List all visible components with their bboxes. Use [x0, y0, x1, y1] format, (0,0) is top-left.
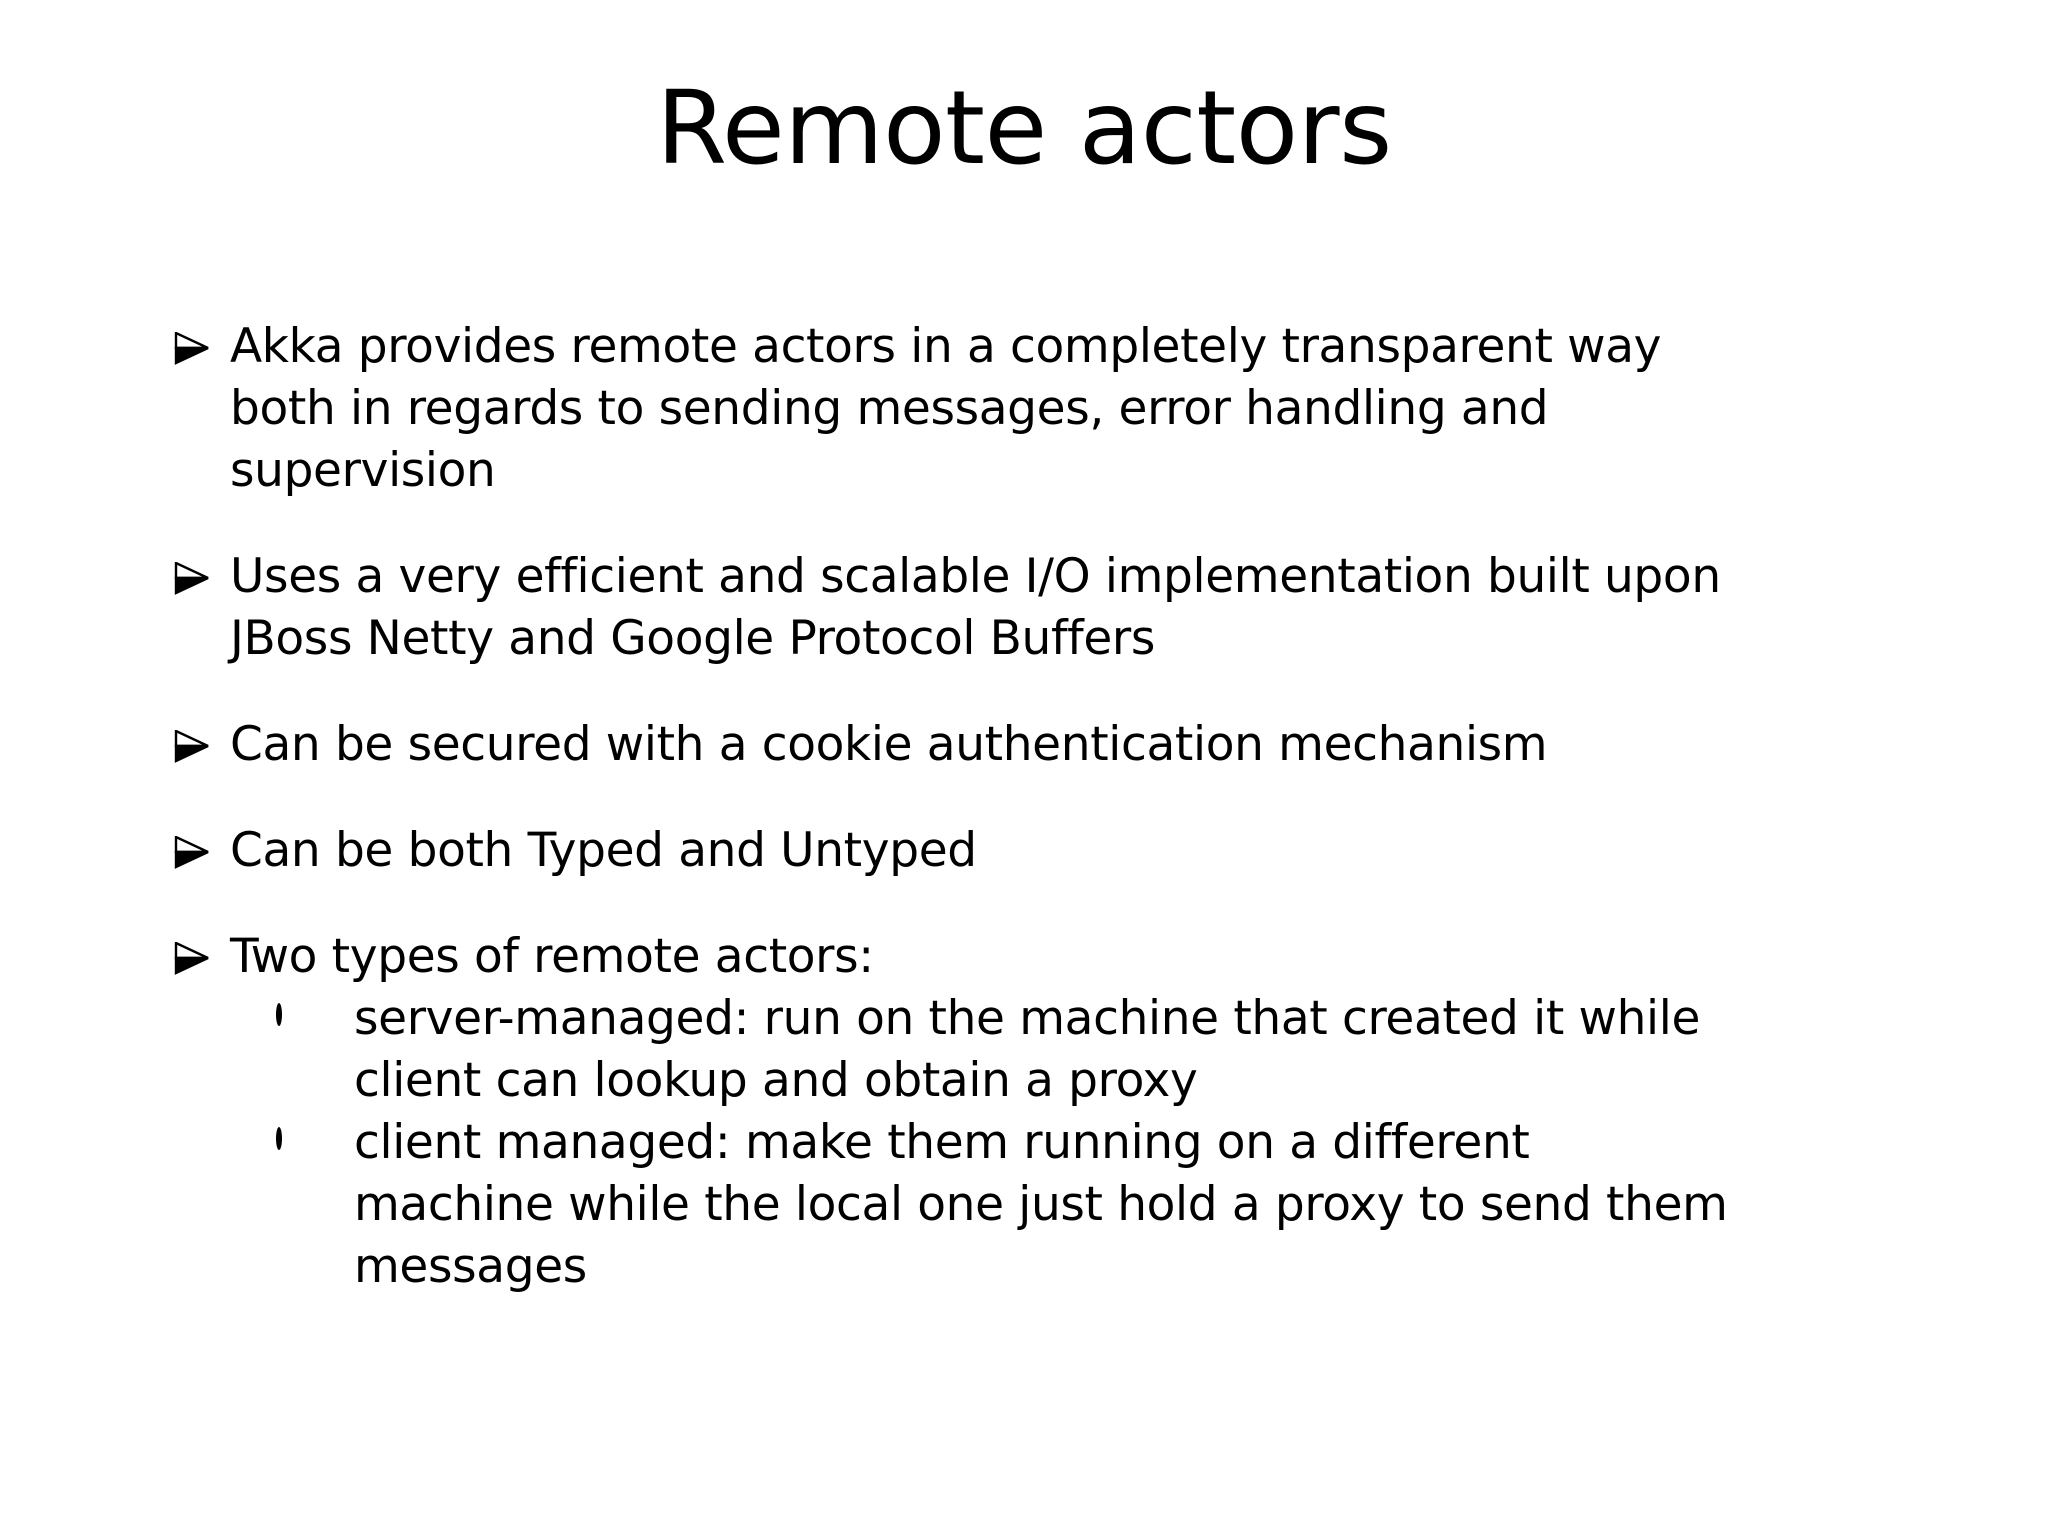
bullet-text: Two types of remote actors:: [230, 929, 874, 984]
bullet-item: Can be secured with a cookie authenticat…: [168, 714, 1728, 776]
hollow-circle-bullet-icon: [276, 988, 354, 1026]
sub-bullet-item: server-managed: run on the machine that …: [276, 988, 1728, 1112]
bullet-text: Uses a very efficient and scalable I/O i…: [230, 549, 1721, 666]
bullet-item: Two types of remote actors:: [168, 926, 1728, 988]
page-title: Remote actors: [656, 69, 1392, 188]
sub-bullet-text: server-managed: run on the machine that …: [354, 991, 1701, 1108]
bullet-item: Uses a very efficient and scalable I/O i…: [168, 546, 1728, 670]
arrowhead-bullet-icon: [168, 820, 230, 870]
bullet-item: Akka provides remote actors in a complet…: [168, 316, 1728, 502]
bullet-group: Can be both Typed and Untyped: [168, 820, 1728, 882]
bullet-text: Can be secured with a cookie authenticat…: [230, 717, 1548, 772]
bullet-group: Akka provides remote actors in a complet…: [168, 316, 1728, 502]
slide-body: Akka provides remote actors in a complet…: [168, 316, 1728, 1298]
hollow-circle-bullet-icon: [276, 1112, 354, 1150]
bullet-text: Can be both Typed and Untyped: [230, 823, 977, 878]
arrowhead-bullet-icon: [168, 546, 230, 596]
sub-bullet-list: server-managed: run on the machine that …: [168, 988, 1728, 1298]
sub-bullet-item: client managed: make them running on a d…: [276, 1112, 1728, 1298]
bullet-group: Uses a very efficient and scalable I/O i…: [168, 546, 1728, 670]
arrowhead-bullet-icon: [168, 926, 230, 976]
arrowhead-bullet-icon: [168, 316, 230, 366]
bullet-group: Can be secured with a cookie authenticat…: [168, 714, 1728, 776]
bullet-group: Two types of remote actors: server-manag…: [168, 926, 1728, 1298]
arrowhead-bullet-icon: [168, 714, 230, 764]
bullet-item: Can be both Typed and Untyped: [168, 820, 1728, 882]
bullet-text: Akka provides remote actors in a complet…: [230, 319, 1662, 498]
sub-bullet-text: client managed: make them running on a d…: [354, 1115, 1728, 1294]
